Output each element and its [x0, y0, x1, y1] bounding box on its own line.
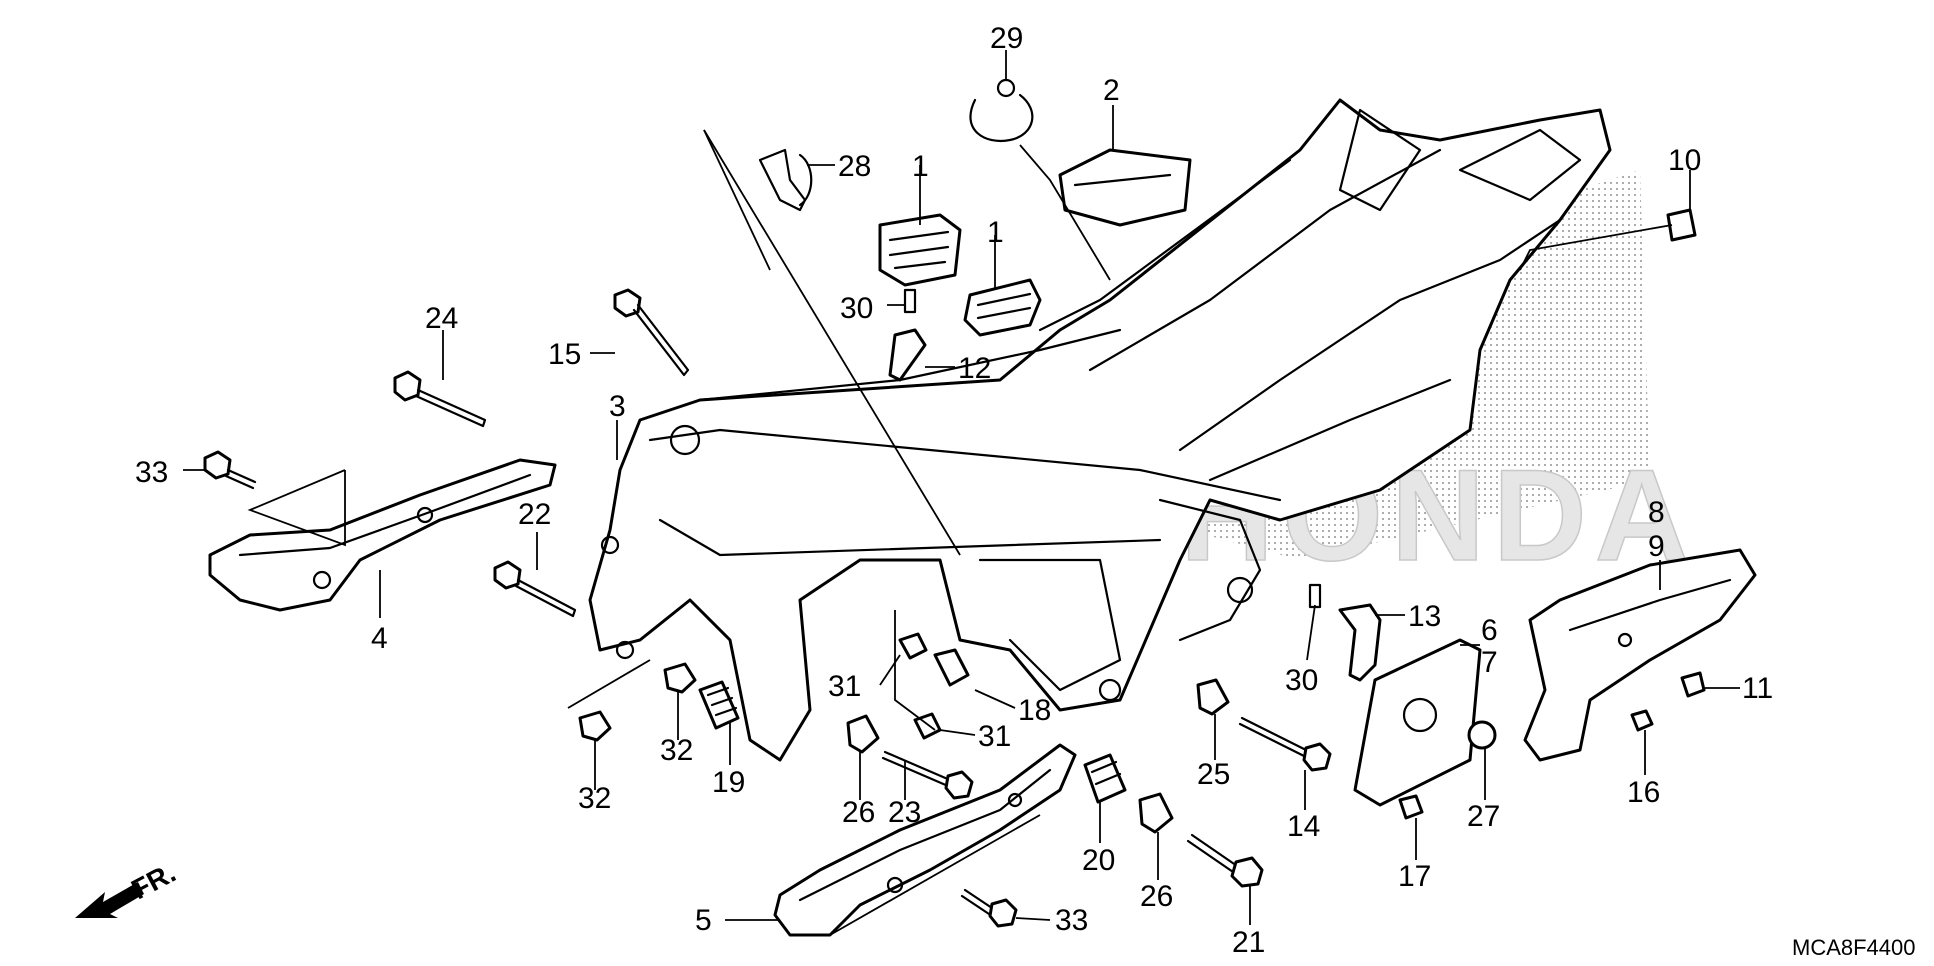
part-30b-clip	[1308, 583, 1322, 609]
callout-17: 17	[1398, 860, 1431, 893]
part-14-bolt	[1238, 716, 1332, 772]
part-6-7-plate	[1353, 638, 1482, 807]
callout-11: 11	[1742, 672, 1773, 705]
part-26b-bush	[1138, 792, 1174, 834]
callout-31b: 31	[978, 720, 1011, 753]
part-19-bush	[698, 680, 740, 730]
callout-22: 22	[518, 498, 551, 531]
part-4-bracket	[208, 458, 557, 612]
callout-30a: 30	[840, 292, 873, 325]
part-31a-collar	[898, 632, 928, 660]
callout-14: 14	[1287, 810, 1320, 843]
callout-18: 18	[1018, 694, 1051, 727]
part-16-screw	[1630, 709, 1654, 732]
callout-12: 12	[958, 352, 991, 385]
leader-lines	[183, 50, 1740, 936]
part-10-pad	[1666, 208, 1697, 242]
callout-1a: 1	[912, 150, 929, 183]
part-8-9-cover	[1523, 548, 1757, 762]
callout-24: 24	[425, 302, 458, 335]
callout-31a: 31	[828, 670, 861, 703]
callout-33b: 33	[1055, 904, 1088, 937]
part-32a-nut	[663, 662, 697, 694]
part-2-bracket	[1058, 148, 1192, 227]
main-frame	[588, 98, 1612, 762]
callout-6: 6	[1481, 614, 1498, 647]
part-33b-bolt	[960, 888, 1018, 928]
callout-16: 16	[1627, 776, 1660, 809]
callout-33a: 33	[135, 456, 168, 489]
callout-13: 13	[1408, 600, 1441, 633]
part-11-collar	[1680, 671, 1706, 698]
part-32b-nut	[578, 710, 612, 742]
callout-8: 8	[1648, 496, 1665, 529]
callout-5: 5	[695, 904, 712, 937]
part-22-bolt	[493, 560, 577, 618]
part-25-bush	[1196, 678, 1230, 716]
part-18-bush	[933, 648, 970, 687]
callout-26a: 26	[842, 796, 875, 829]
callout-15: 15	[548, 338, 581, 371]
part-27-washer	[1467, 720, 1497, 750]
part-5-bracket	[773, 743, 1077, 937]
callout-9: 9	[1648, 530, 1665, 563]
callout-21: 21	[1232, 926, 1265, 959]
part-1b-rubber	[963, 278, 1042, 337]
part-13-band	[1338, 603, 1382, 682]
callout-29: 29	[990, 22, 1023, 55]
callout-19: 19	[712, 766, 745, 799]
part-23-bolt	[881, 750, 974, 800]
callout-20: 20	[1082, 844, 1115, 877]
callout-27: 27	[1467, 800, 1500, 833]
callout-28: 28	[838, 150, 871, 183]
part-33a-bolt	[203, 450, 257, 490]
part-29-clamp	[969, 78, 1034, 143]
diagram-code: MCA8F4400	[1792, 935, 1916, 960]
callout-7: 7	[1481, 646, 1498, 679]
front-direction-arrow: FR.	[75, 857, 181, 918]
callout-32a: 32	[660, 734, 693, 767]
part-20-bush	[1083, 753, 1127, 804]
callout-26b: 26	[1140, 880, 1173, 913]
callout-10: 10	[1668, 144, 1701, 177]
callout-3: 3	[609, 390, 626, 423]
callout-23: 23	[888, 796, 921, 829]
part-12-band	[888, 328, 927, 382]
callout-30b: 30	[1285, 664, 1318, 697]
part-24-bolt	[393, 370, 487, 428]
part-30a-clip	[903, 288, 917, 314]
callout-1b: 1	[987, 216, 1004, 249]
callout-25: 25	[1197, 758, 1230, 791]
part-1a-rubber	[878, 213, 962, 287]
part-17-screw	[1398, 794, 1424, 820]
callout-2: 2	[1103, 74, 1120, 107]
callout-labels: 29 2 28 1 1 10 30 12 24 15 3 33 22 4 8 9…	[135, 22, 1773, 959]
part-21-bolt	[1186, 833, 1264, 888]
part-28-connector	[758, 148, 813, 212]
part-15-bolt	[613, 288, 690, 377]
callout-4: 4	[371, 622, 388, 655]
part-26a-bush	[846, 714, 880, 754]
callout-32b: 32	[578, 782, 611, 815]
